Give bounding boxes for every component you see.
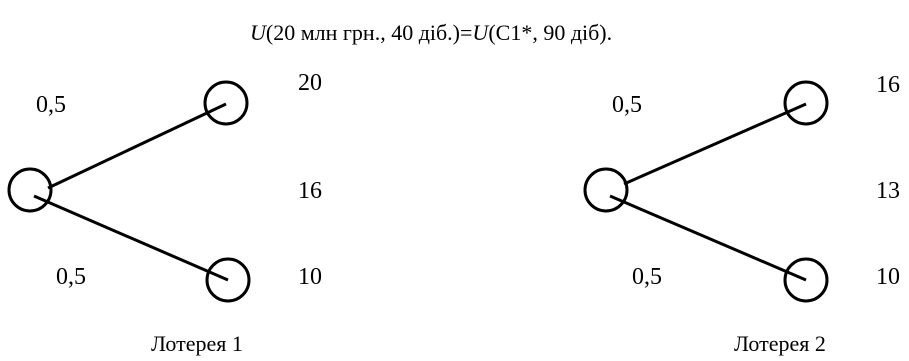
lottery-1-upper-branch [47, 102, 227, 190]
lottery-1-lower-probability: 0,5 [56, 264, 86, 290]
lottery-2-caption: Лотерея 2 [734, 331, 826, 356]
lottery-1-caption: Лотерея 1 [151, 331, 243, 356]
lottery-1-upper-value: 20 [298, 70, 322, 96]
lottery-1-lower-branch [33, 194, 229, 282]
utility-equation: U(20 млн грн., 40 діб.)=U(C1*, 90 діб). [250, 20, 850, 46]
lottery-2: 0,5 0,5 16 13 10 Лотерея 2 [583, 72, 900, 356]
lottery-2-upper-branch [623, 102, 807, 186]
lottery-2-lower-probability: 0,5 [632, 264, 662, 290]
lottery-1-upper-node [203, 80, 249, 126]
utility-symbol-left: U [250, 20, 266, 45]
lottery-2-upper-value: 16 [876, 72, 900, 98]
lottery-1: 0,5 0,5 20 16 10 Лотерея 1 [7, 70, 322, 356]
lottery-2-upper-probability: 0,5 [612, 92, 642, 118]
lottery-2-root-node [583, 167, 629, 213]
utility-symbol-right: U [472, 20, 489, 45]
utility-args-right: (C1*, 90 діб). [488, 20, 613, 45]
lottery-1-upper-probability: 0,5 [36, 92, 66, 118]
lottery-1-middle-value: 16 [298, 178, 322, 204]
lottery-2-lower-value: 10 [876, 264, 900, 290]
lottery-1-lower-node [205, 257, 251, 303]
lottery-2-lower-node [783, 257, 829, 303]
lottery-1-root-node [7, 167, 53, 213]
utility-args-left: (20 млн грн., 40 діб.)= [265, 20, 473, 45]
lottery-2-upper-node [783, 80, 829, 126]
lottery-2-lower-branch [609, 194, 807, 282]
lottery-2-middle-value: 13 [876, 178, 900, 204]
lottery-1-lower-value: 10 [298, 264, 322, 290]
